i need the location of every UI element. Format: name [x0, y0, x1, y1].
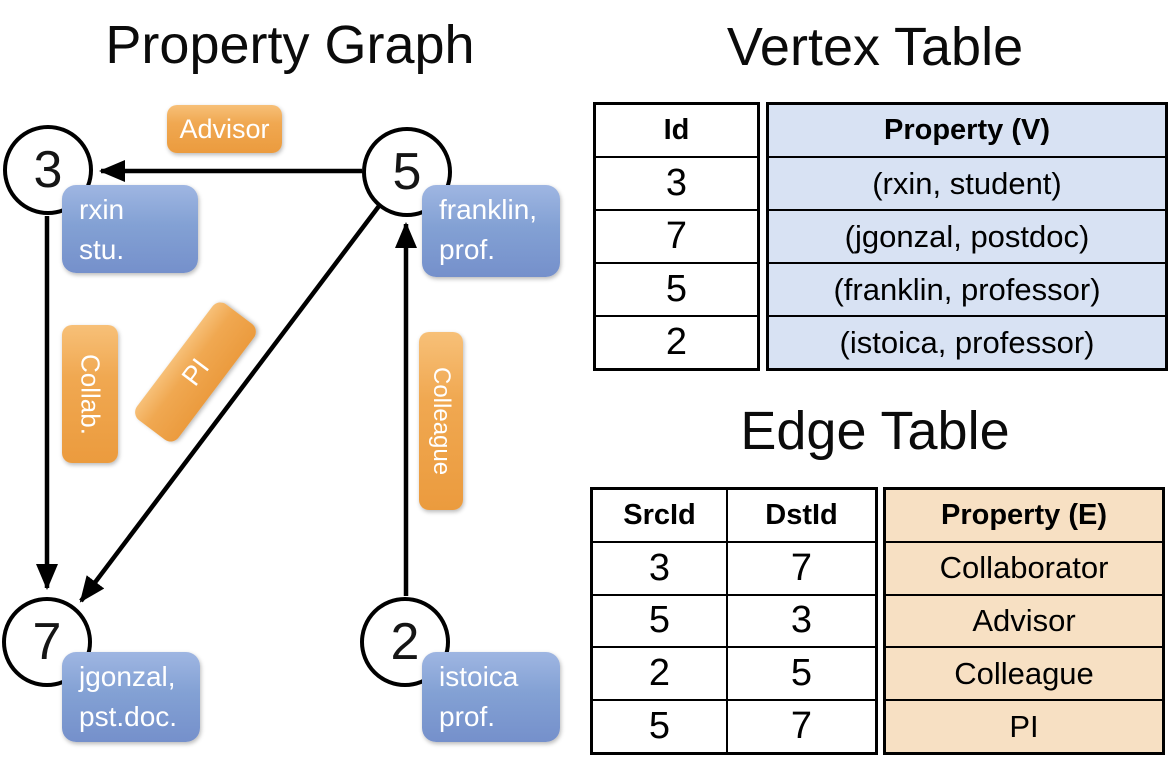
vertex-row-property: (istoica, professor) [769, 315, 1165, 368]
vertex-label-jgonzal: jgonzal, pst.doc. [62, 652, 200, 742]
franklin-line1: franklin, [439, 194, 538, 225]
vertex-row-property: (franklin, professor) [769, 262, 1165, 315]
colleague-label-text: Colleague [428, 366, 455, 476]
vertex-table-property-column: Property (V) (rxin, student) (jgonzal, p… [766, 102, 1168, 371]
franklin-line2: prof. [439, 234, 496, 265]
vertex-row-id: 2 [596, 315, 757, 368]
rxin-line1: rxin [79, 194, 125, 225]
jgonzal-line2: pst.doc. [79, 701, 178, 732]
property-graph-title: Property Graph [105, 15, 475, 75]
istoica-line1: istoica [439, 661, 519, 692]
node-2-id: 2 [390, 613, 420, 671]
edge-property-header: Property (E) [886, 490, 1162, 541]
edge-row-src: 5 [648, 599, 671, 642]
vertex-table-id-column: Id 3 7 5 2 [593, 102, 760, 371]
node-3-id: 3 [33, 141, 63, 199]
edge-label-advisor: Advisor [167, 105, 282, 153]
node-7-id: 7 [32, 613, 62, 671]
edge-5-to-7 [79, 204, 381, 603]
edge-row-dst: 7 [726, 542, 875, 594]
collab-label-text: Collab. [75, 353, 106, 435]
pi-label-text: PI [175, 352, 215, 391]
vertex-label-franklin: franklin, prof. [422, 185, 560, 277]
edge-row-src: 2 [648, 652, 671, 695]
vertex-table-title: Vertex Table [726, 17, 1024, 77]
vertex-label-rxin: rxin stu. [62, 185, 198, 273]
edge-table-ids-columns: SrcId DstId 3 7 5 3 2 5 5 7 [590, 487, 878, 755]
graph-node-5: 5 [362, 127, 452, 217]
vertex-row-id: 7 [596, 209, 757, 262]
graph-edges [36, 160, 417, 603]
node-5-id: 5 [392, 143, 422, 201]
edge-row-src: 5 [648, 705, 671, 748]
edge-row-dst: 7 [726, 701, 875, 752]
edge-row-property: Advisor [886, 593, 1162, 647]
vertex-row-property: (jgonzal, postdoc) [769, 209, 1165, 262]
advisor-label-text: Advisor [179, 113, 270, 144]
graph-node-2: 2 [360, 597, 450, 687]
jgonzal-line1: jgonzal, [79, 661, 176, 692]
edge-src-header: SrcId [623, 498, 696, 531]
vertex-label-istoica: istoica prof. [422, 652, 560, 742]
vertex-row-id: 5 [596, 262, 757, 315]
edge-row-property: PI [886, 699, 1162, 752]
vertex-row-property: (rxin, student) [769, 156, 1165, 209]
edge-dst-header: DstId [726, 490, 875, 541]
edge-table-title: Edge Table [740, 401, 1010, 461]
edge-row-dst: 3 [726, 595, 875, 647]
edge-label-collab: Collab. [62, 325, 118, 463]
vertex-property-header: Property (V) [769, 105, 1165, 156]
vertex-id-header: Id [663, 114, 690, 146]
edge-row-property: Collaborator [886, 540, 1162, 594]
edge-row-src: 3 [648, 546, 671, 589]
edge-table-property-column: Property (E) Collaborator Advisor Collea… [883, 487, 1165, 755]
istoica-line2: prof. [439, 701, 496, 732]
edge-label-colleague: Colleague [419, 332, 463, 510]
rxin-line2: stu. [79, 234, 125, 265]
edge-row-property: Colleague [886, 646, 1162, 700]
edge-row-dst: 5 [726, 648, 875, 700]
vertex-row-id: 3 [596, 156, 757, 209]
